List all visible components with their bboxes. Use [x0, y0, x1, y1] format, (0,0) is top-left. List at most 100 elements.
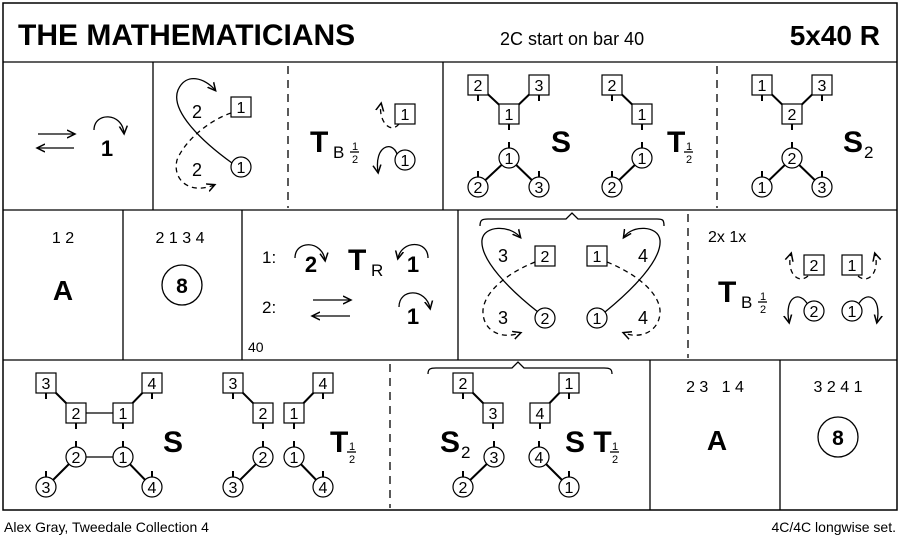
set-symbol: S [843, 126, 863, 159]
dancer-number: 1 [505, 151, 514, 168]
dance-title: THE MATHEMATICIANS [18, 19, 355, 52]
man-dancer [230, 96, 252, 118]
half-den: 2 [349, 454, 355, 466]
woman-dancer [230, 156, 252, 178]
man-dancer [498, 103, 520, 125]
half-den: 2 [612, 454, 618, 466]
man-dancer [394, 103, 416, 125]
dancer-number: 3 [535, 180, 544, 197]
turn-solid-arrow-icon [788, 296, 809, 322]
woman-dancer [751, 176, 773, 198]
woman-dancer [222, 476, 244, 498]
man-dancer [601, 74, 623, 96]
cast-dancer: 2 [305, 252, 317, 277]
reel-dashed-path [482, 261, 536, 335]
dancer-number: 2 [810, 258, 819, 275]
circle-count: 8 [832, 427, 844, 450]
turn-dashed-arrow-icon [381, 104, 400, 129]
brace [479, 212, 665, 227]
man-dancer [35, 372, 57, 394]
man-dancer [529, 402, 551, 424]
half-num: 1 [760, 291, 766, 303]
turn-solid-arrow-icon [857, 296, 878, 322]
circle-symbol [161, 264, 203, 306]
dancer-number: 4 [148, 480, 157, 497]
set-sub: 2 [461, 443, 470, 462]
set-symbol: S [440, 426, 460, 459]
dancer-label: 2 [192, 160, 202, 180]
turn-dashed-arrow-icon [790, 254, 809, 280]
cast-reverse-arrow-icon [398, 243, 429, 259]
turn-symbol: T [667, 126, 685, 159]
set-turn-symbol: S T [565, 426, 612, 459]
dancer-number: 4 [319, 376, 328, 393]
sides-label: 2x 1x [708, 229, 746, 246]
dancer-label: 2 [192, 102, 202, 122]
dancer-number: 1 [119, 450, 128, 467]
bars-label: 1 2 [52, 230, 74, 247]
dancer-number: 2 [608, 78, 617, 95]
circle-count: 8 [176, 275, 188, 298]
man-dancer [586, 245, 608, 267]
dancer-number: 1 [638, 151, 647, 168]
cast-dancer: 1 [101, 136, 113, 161]
dancer-number: 3 [818, 180, 827, 197]
man-dancer [252, 402, 274, 424]
advance-symbol: A [707, 425, 727, 456]
man-dancer [112, 402, 134, 424]
set-symbol: S [163, 426, 183, 459]
dancer-number: 2 [608, 180, 617, 197]
dancer-number: 1 [593, 311, 602, 328]
half-den: 2 [352, 154, 358, 166]
bars-label: 2 3 1 4 [686, 379, 744, 396]
dancer-number: 3 [42, 480, 51, 497]
dancer-number: 2 [72, 450, 81, 467]
dancer-number: 1 [848, 304, 857, 321]
dancer-number: 3 [489, 406, 498, 423]
man-dancer [781, 103, 803, 125]
set-sub: 2 [864, 143, 873, 162]
man-dancer [467, 74, 489, 96]
dancer-number: 1 [119, 406, 128, 423]
woman-dancer [558, 476, 580, 498]
cast-arrow-icon [398, 292, 430, 308]
woman-dancer [841, 300, 863, 322]
brace [427, 361, 613, 375]
dancer-number: 2 [259, 450, 268, 467]
dancer-number: 4 [148, 376, 157, 393]
dancer-number: 1 [237, 160, 246, 177]
turn-symbol: T [310, 126, 328, 159]
woman-dancer [811, 176, 833, 198]
woman-dancer [781, 147, 803, 169]
dancer-number: 2 [474, 78, 483, 95]
half-num: 1 [612, 441, 618, 453]
dance-tempo: 5x40 R [790, 20, 880, 51]
man-dancer [803, 254, 825, 276]
dancer-number: 3 [490, 450, 499, 467]
woman-dancer [452, 476, 474, 498]
dancer-number: 2 [810, 304, 819, 321]
woman-dancer [631, 147, 653, 169]
half-num: 1 [349, 441, 355, 453]
man-dancer [141, 372, 163, 394]
turn-dashed-arrow-icon [857, 254, 876, 280]
woman-dancer [283, 446, 305, 468]
dancer-number: 1 [638, 107, 647, 124]
turn-symbol: T [330, 426, 348, 459]
frame [2, 2, 898, 511]
dancer-number: 1 [290, 406, 299, 423]
woman-dancer [467, 176, 489, 198]
dancer-number: 2 [459, 376, 468, 393]
circle-symbol [817, 416, 859, 458]
woman-dancer [112, 446, 134, 468]
figure-dashed-path [175, 112, 232, 188]
advance-symbol: A [53, 275, 73, 306]
cast-dancer: 1 [407, 304, 419, 329]
man-dancer [811, 74, 833, 96]
bars-label: 2 1 3 4 [156, 230, 205, 247]
turn-symbol: T [718, 276, 736, 309]
dancer-number: 1 [237, 100, 246, 117]
couple-label: 1: [262, 248, 276, 267]
woman-dancer [65, 446, 87, 468]
cast-dancer: 1 [407, 252, 419, 277]
